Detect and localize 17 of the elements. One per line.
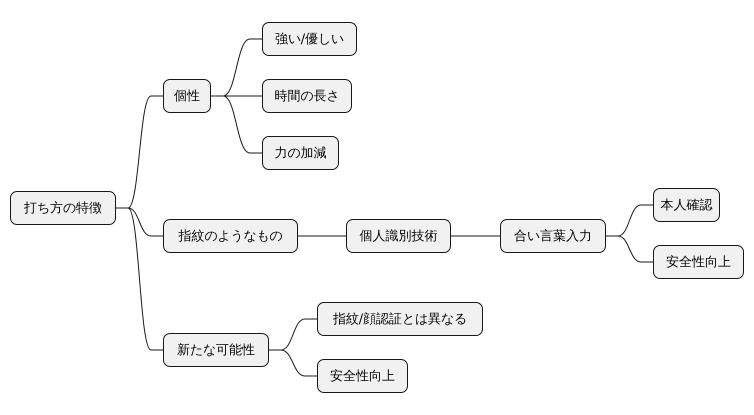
branch-line <box>268 350 318 376</box>
topic-box: 指紋のようなもの <box>163 219 298 253</box>
branch-line <box>116 208 164 350</box>
topic-box: 個人識別技術 <box>346 219 451 253</box>
branch-line <box>210 96 262 154</box>
topic-box: 安全性向上 <box>317 359 408 393</box>
topic-box: 力の加減 <box>262 136 339 170</box>
topic-box: 強い/優しい <box>262 22 357 56</box>
topic-box: 個性 <box>163 79 211 113</box>
topic-box: 打ち方の特徴 <box>10 191 116 225</box>
branch-line <box>606 236 654 262</box>
topic-box: 安全性向上 <box>653 245 744 279</box>
topic-box: 新たな可能性 <box>163 333 269 367</box>
topic-box: 本人確認 <box>653 188 720 222</box>
topic-box: 指紋/顔認証とは異なる <box>317 302 483 336</box>
topic-box: 合い言葉入力 <box>500 219 606 253</box>
topic-box: 時間の長さ <box>262 79 352 113</box>
